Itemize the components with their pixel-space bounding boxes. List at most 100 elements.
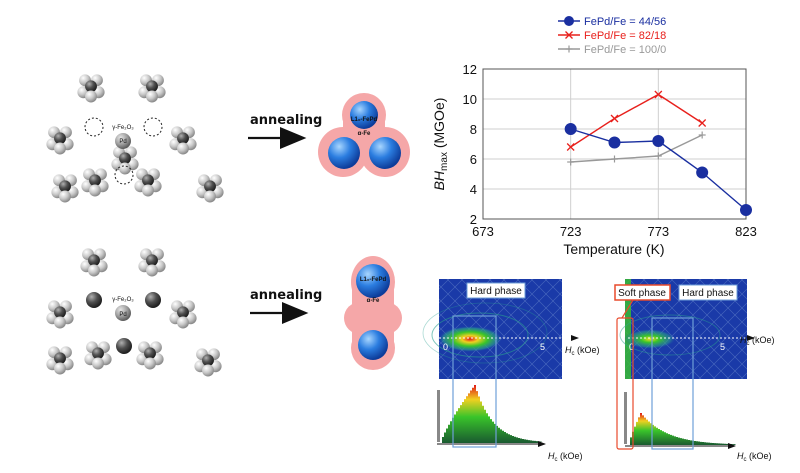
data-point [654,152,662,160]
cluster-top: γ-Fe₂O₃ Pd [46,74,224,203]
hist-right-bar [624,392,627,444]
molecule [138,74,166,103]
soft-phase-box [616,317,634,450]
data-point [565,31,573,39]
legend-entry: FePd/Fe = 44/56 [584,16,666,28]
data-point [564,123,577,135]
series-line [570,93,703,148]
x-tick-label: 673 [472,224,494,239]
tick-0: 0 [443,342,448,352]
molecule [134,168,162,197]
fe-atom [145,292,161,308]
molecule [169,126,197,155]
particle-bottom: L1₀-FePd α-Fe [344,256,402,370]
hist-left-bar [437,390,440,442]
pd-atom [115,305,131,321]
y-tick-label: 10 [463,92,477,107]
data-point [566,143,575,151]
pd-label: Pd [119,312,126,318]
data-point [564,16,574,26]
y-axis-label: BHmax (MGOe) [431,98,450,191]
data-point [698,131,706,139]
hist-right-axis-label: Hc (kOe) [737,451,772,463]
pd-atom [115,133,131,149]
fe-core-sphere [356,264,390,298]
data-point [610,114,619,123]
molecule [111,146,139,175]
tick-0: 0 [629,342,634,352]
forc-right-axis-label: Hc (kOe) [740,335,775,347]
tick-5: 5 [540,342,545,352]
forc-right-histogram [628,413,736,445]
chart-ticks: 673 723 773 823 2 4 6 8 10 12 [463,62,757,239]
vacancy-circle [84,117,104,137]
oxide-label: γ-Fe₂O₃ [112,297,134,303]
tick-5: 5 [720,342,725,352]
forc-right-panel: 0 5 Hc (kOe) Soft phase Hard phase Hc (k… [614,279,775,463]
y-tick-label: 6 [470,152,477,167]
molecule [80,248,108,277]
y-tick-label: 8 [470,122,477,137]
vacancy-circle [143,117,163,137]
x-tick-label: 773 [647,224,669,239]
cluster-bottom: γ-Fe₂O₃ Pd [46,248,222,377]
y-tick-label: 2 [470,212,477,227]
molecule [136,341,164,370]
soft-phase-leader [621,299,634,319]
forc-left-axis-label: Hc (kOe) [565,345,600,357]
annealing-label-top: annealing [250,113,322,128]
legend-entry: FePd/Fe = 100/0 [584,44,666,56]
soft-phase-label: Soft phase [618,288,666,299]
y-tick-label: 12 [463,62,477,77]
fe-core-sphere [328,137,360,169]
hist-left-axis-label: Hc (kOe) [548,451,583,463]
data-point [567,158,575,166]
y-tick-label: 4 [470,182,477,197]
hard-phase-box [452,315,497,448]
molecule [84,341,112,370]
data-point [565,45,573,53]
particle-top: L1₀-FePd α-Fe [318,93,410,177]
molecule [46,346,74,375]
molecule [51,174,79,203]
fe-core-sphere [350,101,378,129]
hard-phase-tag [466,282,526,299]
core-label: α-Fe [367,298,380,304]
shell-label: L1₀-FePd [360,277,387,283]
legend-entry: FePd/Fe = 82/18 [584,30,666,42]
hard-phase-label: Hard phase [682,288,734,299]
data-point [696,166,709,179]
soft-phase-tag [614,284,671,301]
forc-left-histogram [440,385,542,443]
data-point [698,119,707,127]
molecule [138,248,166,277]
fe-core-sphere [369,137,401,169]
molecule [46,126,74,155]
x-tick-label: 823 [735,224,757,239]
fe-atom [116,338,132,354]
molecule [81,168,109,197]
annealing-label-bottom: annealing [250,288,322,303]
bhmax-chart: 673 723 773 823 2 4 6 8 10 12 Temperature (K) BHm… [431,16,757,257]
data-point [611,155,618,163]
data-point [652,135,665,147]
shell-label: L1₀-FePd [351,117,378,123]
data-point [608,136,621,149]
chart-series [564,90,752,216]
pd-label: Pd [119,139,126,145]
x-axis-label: Temperature (K) [563,241,664,257]
oxide-label: γ-Fe₂O₃ [112,125,134,131]
molecule [194,348,222,377]
molecule [77,74,105,103]
vacancy-circle [114,165,134,185]
series-line [570,134,703,163]
hard-phase-label: Hard phase [470,286,522,297]
molecule [46,300,74,329]
hard-phase-box [651,317,694,450]
data-point [654,90,663,99]
x-tick-label: 723 [560,224,582,239]
forc-left-panel: 0 5 Hc (kOe) Hard phase Hc (kOe) [422,279,600,463]
